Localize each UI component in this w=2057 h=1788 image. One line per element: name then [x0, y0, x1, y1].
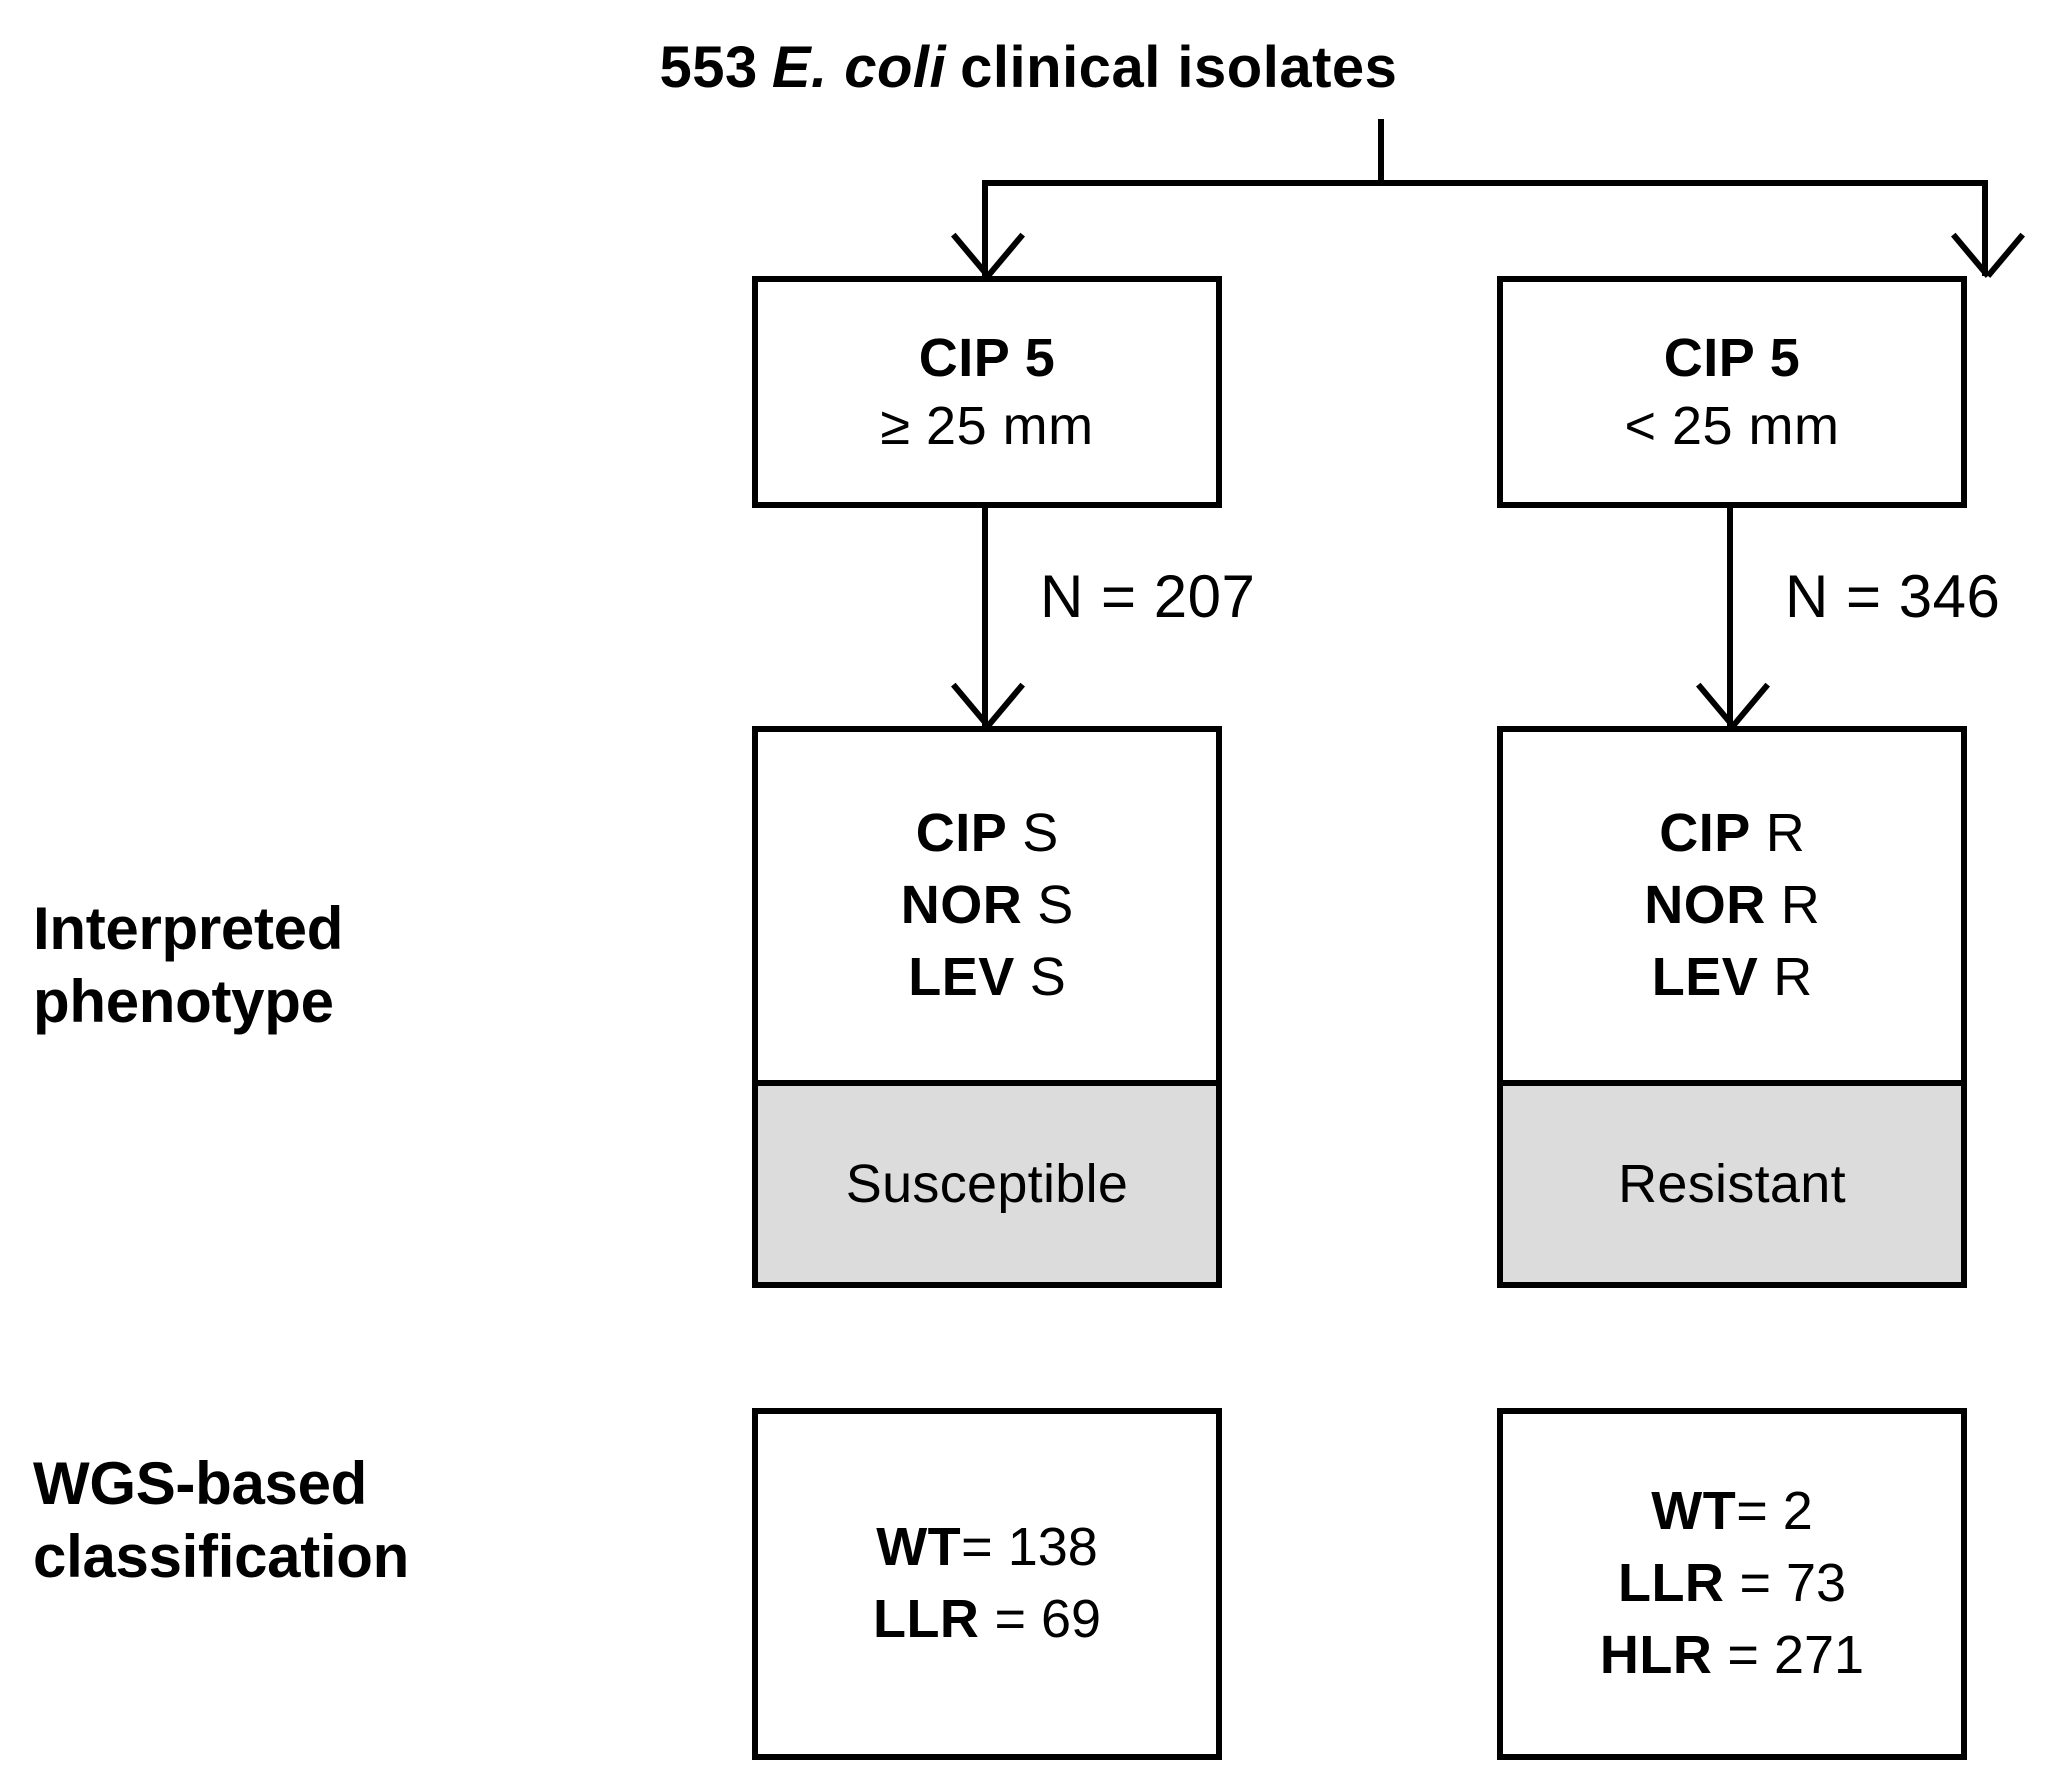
wgs-box-left: WT= 138 LLR = 69 [752, 1408, 1222, 1760]
wgs-key: WT [876, 1517, 962, 1578]
wgs-right-row-llr: LLR = 73 [1618, 1548, 1846, 1620]
connector-title-stem [1378, 119, 1384, 186]
row-label-phenotype-line1: Interpreted [33, 895, 344, 962]
wgs-right-row-wt: WT= 2 [1651, 1476, 1813, 1548]
phenotype-box-right: CIP R NOR R LEV R Resistant [1497, 726, 1967, 1288]
call-label: R [1765, 803, 1805, 864]
row-label-wgs-line1: WGS-based [33, 1450, 368, 1517]
row-label-wgs-classification: WGS-based classification [33, 1447, 593, 1593]
wgs-key: WT [1651, 1481, 1737, 1542]
edge-label-right-n: N = 346 [1785, 563, 2001, 630]
decision-left-criterion: ≥ 25 mm [880, 396, 1094, 456]
phenotype-right-row-lev: LEV R [1652, 942, 1813, 1014]
call-label: S [1022, 803, 1059, 864]
connector-drop-right [1982, 180, 1988, 276]
phenotype-left-row-lev: LEV S [908, 942, 1066, 1014]
connector-left-branch [982, 508, 988, 726]
connector-drop-left [982, 180, 988, 276]
wgs-key: LLR [1617, 1553, 1725, 1614]
wgs-key: LLR [872, 1589, 980, 1649]
decision-left-drug: CIP 5 [918, 328, 1056, 388]
wgs-key: HLR [1599, 1624, 1713, 1685]
row-label-phenotype-line2: phenotype [33, 968, 334, 1036]
wgs-value: = 2 [1736, 1481, 1813, 1542]
decision-box-left: CIP 5 ≥ 25 mm [752, 276, 1222, 508]
drug-label: NOR [1644, 875, 1766, 936]
phenotype-left-verdict: Susceptible [758, 1080, 1216, 1282]
wgs-value: = 73 [1739, 1553, 1847, 1614]
phenotype-left-row-cip: CIP S [916, 798, 1059, 870]
verdict-text: Susceptible [845, 1154, 1129, 1214]
wgs-value: = 138 [961, 1517, 1098, 1578]
phenotype-right-row-nor: NOR R [1644, 870, 1820, 942]
wgs-right-row-hlr: HLR = 271 [1600, 1620, 1864, 1692]
drug-label: CIP [1659, 803, 1751, 864]
decision-box-right: CIP 5 < 25 mm [1497, 276, 1967, 508]
wgs-value: = 69 [994, 1589, 1102, 1649]
phenotype-right-row-cip: CIP R [1659, 798, 1805, 870]
drug-label: LEV [908, 946, 1015, 1007]
drug-label: CIP [915, 803, 1008, 864]
phenotype-box-left: CIP S NOR S LEV S Susceptible [752, 726, 1222, 1288]
title-suffix: clinical isolates [960, 35, 1398, 100]
wgs-left-row-wt: WT= 138 [876, 1512, 1098, 1584]
wgs-left-row-llr: LLR = 69 [873, 1584, 1101, 1656]
call-label: S [1029, 946, 1066, 1007]
row-label-wgs-line2: classification [33, 1523, 409, 1591]
phenotype-right-calls: CIP R NOR R LEV R [1503, 732, 1961, 1080]
call-label: R [1780, 875, 1820, 936]
verdict-text: Resistant [1618, 1154, 1846, 1214]
decision-right-drug: CIP 5 [1663, 328, 1801, 388]
connector-split-bar [982, 180, 1988, 186]
row-label-interpreted-phenotype: Interpreted phenotype [33, 892, 553, 1038]
connector-right-branch [1727, 508, 1733, 726]
phenotype-left-calls: CIP S NOR S LEV S [758, 732, 1216, 1080]
decision-right-criterion: < 25 mm [1624, 396, 1840, 456]
edge-label-left-n: N = 207 [1040, 563, 1256, 630]
drug-label: LEV [1651, 946, 1759, 1007]
title-count: 553 [659, 35, 758, 100]
wgs-box-right: WT= 2 LLR = 73 HLR = 271 [1497, 1408, 1967, 1760]
phenotype-right-verdict: Resistant [1503, 1080, 1961, 1282]
call-label: S [1037, 875, 1074, 936]
drug-label: NOR [900, 875, 1023, 936]
title-organism: E. coli [771, 35, 947, 100]
phenotype-left-row-nor: NOR S [901, 870, 1074, 942]
wgs-value: = 271 [1727, 1624, 1865, 1685]
call-label: R [1773, 946, 1813, 1007]
